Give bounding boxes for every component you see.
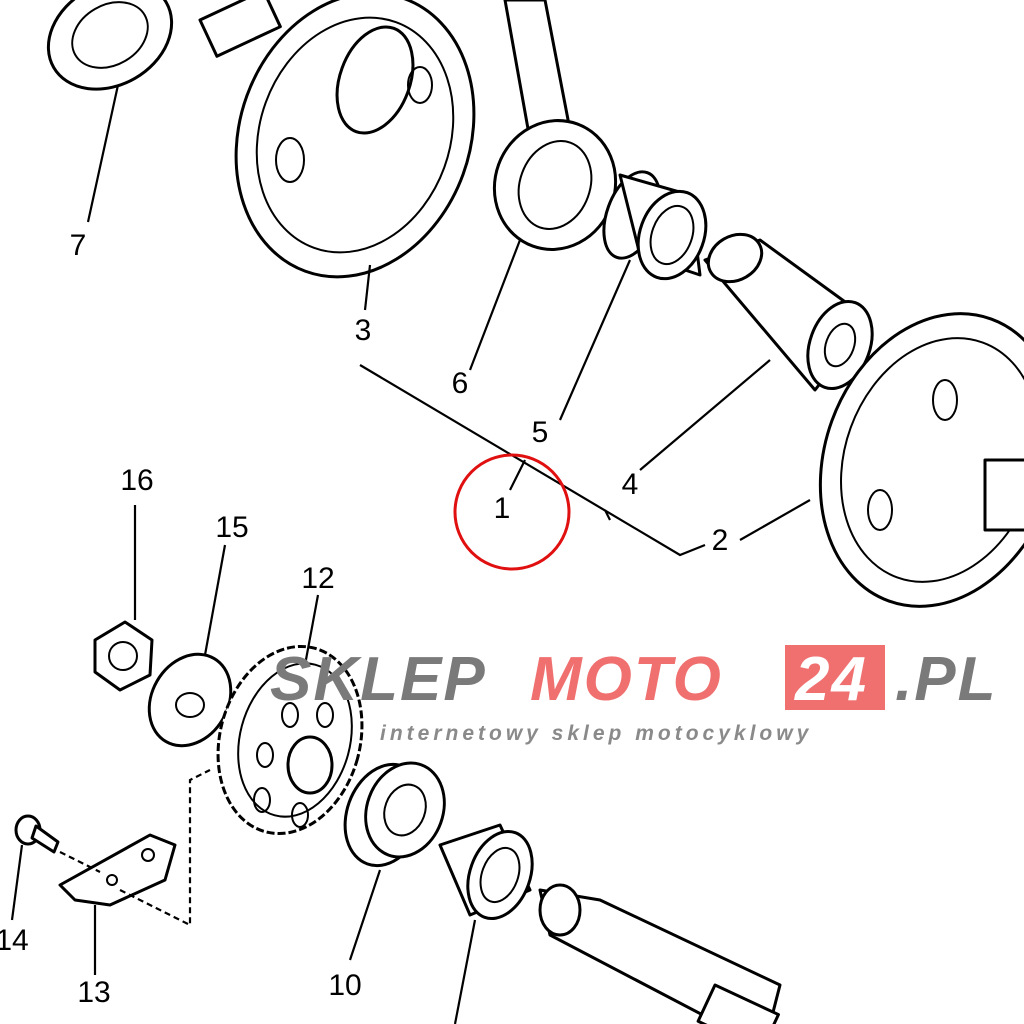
- callout-10[interactable]: 10: [328, 969, 361, 1002]
- callout-12[interactable]: 12: [301, 562, 334, 595]
- shaft[interactable]: [538, 883, 782, 1024]
- callout-2[interactable]: 2: [712, 524, 729, 557]
- part-13-plate[interactable]: [58, 833, 177, 907]
- callout-7[interactable]: 7: [70, 229, 87, 262]
- callout-3[interactable]: 3: [355, 314, 372, 347]
- needle-bearing-lower[interactable]: [438, 822, 544, 927]
- part-7-bearing[interactable]: [29, 0, 282, 111]
- part-16-nut[interactable]: [93, 620, 154, 692]
- part-2-crank-half[interactable]: [781, 280, 1024, 641]
- leader-lines: [10, 84, 811, 1024]
- part-5-needle-bearing[interactable]: [593, 164, 717, 288]
- watermark-sklep: SKLEP: [270, 645, 487, 714]
- callout-6[interactable]: 6: [452, 367, 469, 400]
- part-15-lock-washer[interactable]: [133, 639, 247, 760]
- watermark-24: 24: [794, 645, 868, 714]
- part-4-crank-pin[interactable]: [700, 225, 884, 398]
- part-14-bolt[interactable]: [14, 814, 60, 854]
- watermark-pl: .PL: [895, 645, 997, 714]
- callout-5[interactable]: 5: [532, 416, 549, 449]
- callout-4[interactable]: 4: [622, 468, 639, 501]
- part-12-gear[interactable]: [198, 630, 382, 850]
- callout-14[interactable]: 14: [0, 924, 29, 957]
- part-3-crank-half[interactable]: [197, 0, 512, 311]
- highlight-circle: [453, 453, 571, 571]
- watermark-logo: SKLEP MOTO 24 .PL internetowy sklep moto…: [270, 645, 997, 745]
- callout-15[interactable]: 15: [215, 511, 248, 544]
- watermark-moto: MOTO: [530, 645, 723, 714]
- callout-13[interactable]: 13: [77, 976, 110, 1009]
- part-10-bearing[interactable]: [332, 752, 458, 877]
- callout-16[interactable]: 16: [120, 464, 153, 497]
- callout-1[interactable]: 1: [494, 492, 511, 525]
- part-6-connecting-rod[interactable]: [476, 0, 633, 267]
- watermark-tagline: internetowy sklep motocyklowy: [380, 722, 812, 745]
